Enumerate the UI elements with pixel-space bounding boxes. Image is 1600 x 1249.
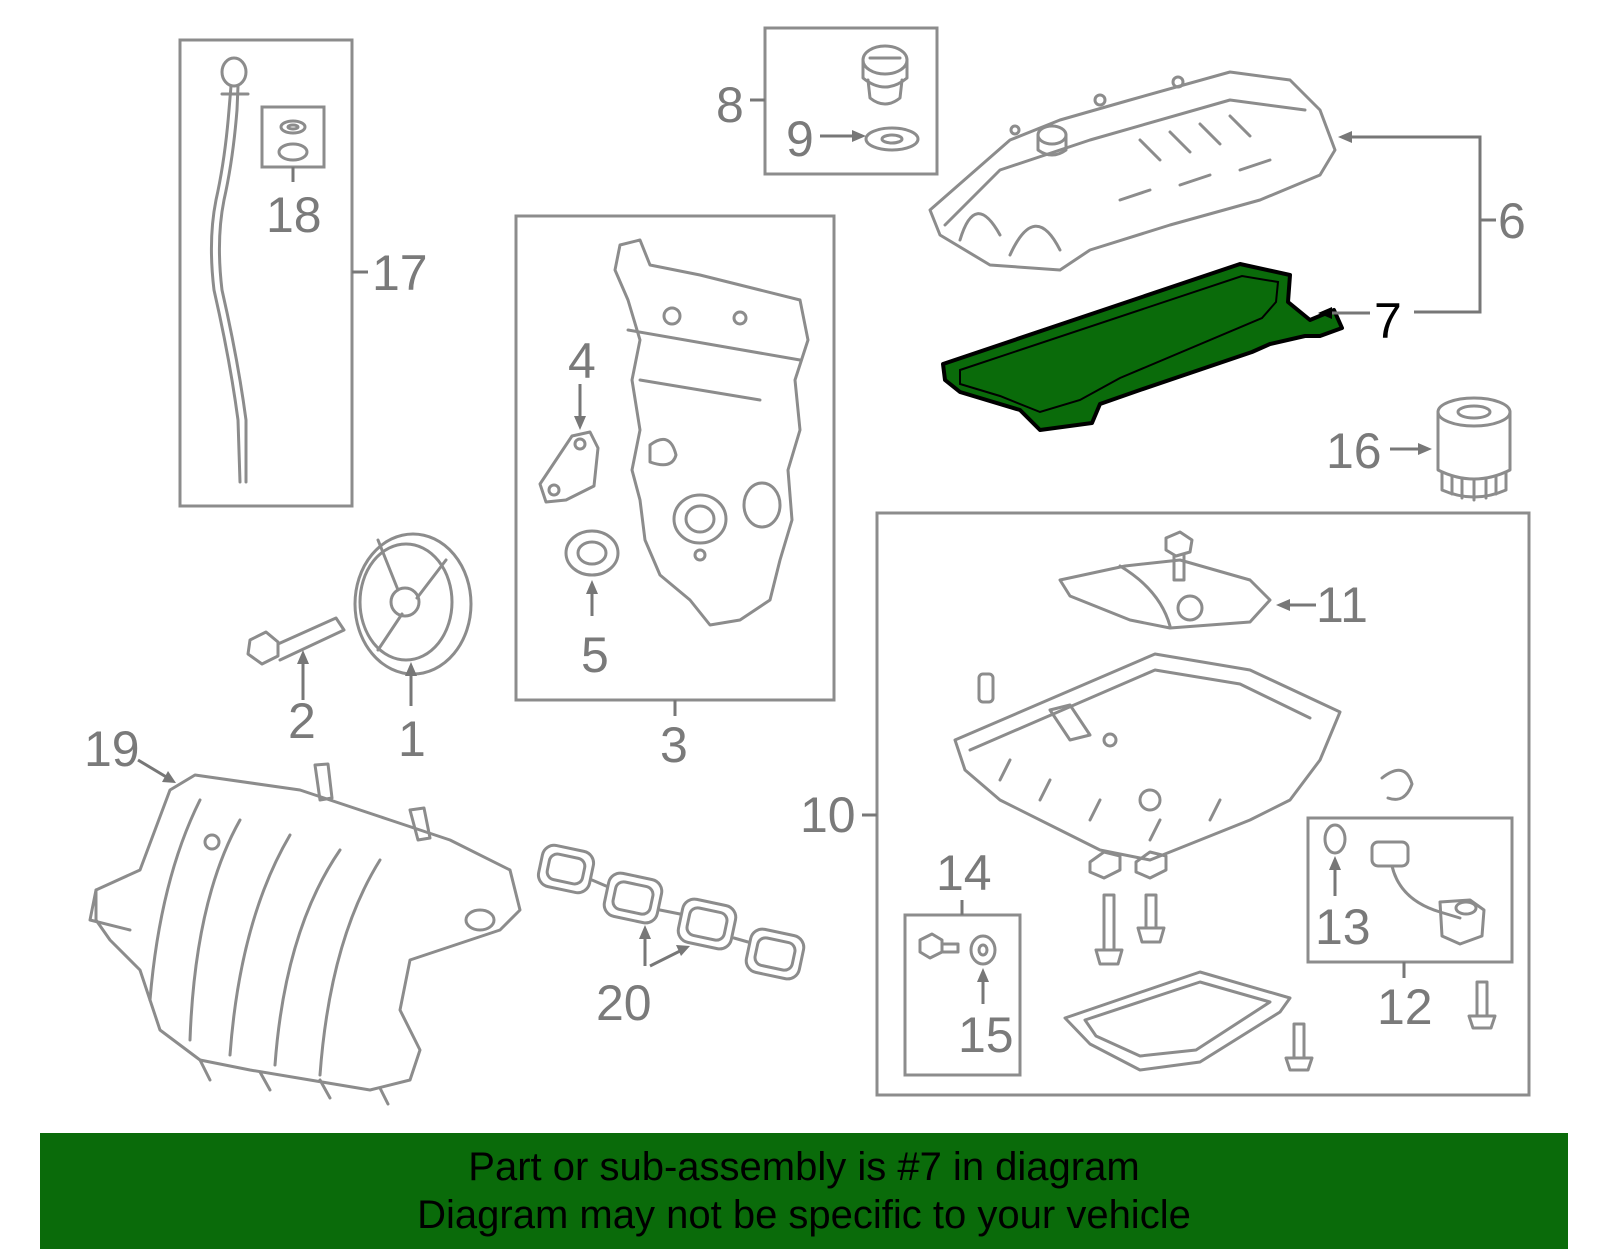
callout-16: 16	[1326, 423, 1382, 479]
callout-11: 11	[1316, 577, 1368, 633]
callout-15: 15	[958, 1007, 1014, 1063]
callout-9: 9	[786, 111, 814, 167]
callout-17: 17	[372, 245, 428, 301]
lower-oil-pan-part[interactable]	[1063, 970, 1292, 1072]
intake-manifold-part[interactable]	[88, 762, 522, 1106]
callout-7: 7	[1374, 293, 1402, 349]
notice-line-2: Diagram may not be specific to your vehi…	[417, 1193, 1191, 1237]
callout-13: 13	[1315, 899, 1371, 955]
valve-cover-gasket-part[interactable]	[941, 262, 1344, 432]
oil-level-sensor-part[interactable]	[1370, 840, 1486, 946]
callout-1: 1	[398, 711, 426, 767]
gasket-4-part[interactable]	[538, 430, 600, 504]
pulley-bolt-part[interactable]	[246, 616, 346, 666]
baffle-bolt-part[interactable]	[1164, 530, 1194, 582]
upper-oil-pan-part[interactable]	[953, 652, 1342, 862]
drain-plugs-part[interactable]	[1088, 850, 1168, 880]
dipstick-part[interactable]	[209, 56, 250, 484]
intake-gaskets-part[interactable]	[536, 843, 806, 981]
group-box-10	[875, 511, 1531, 1097]
dowel-pin-part[interactable]	[977, 672, 995, 704]
oil-level-clip-part[interactable]	[1380, 768, 1414, 801]
callout-12: 12	[1377, 979, 1433, 1035]
callout-18: 18	[266, 187, 322, 243]
notice-banner: Part or sub-assembly is #7 in diagram Di…	[40, 1133, 1568, 1249]
group-box-12	[1306, 816, 1514, 964]
group-box-17	[178, 38, 354, 508]
callout-10: 10	[800, 787, 856, 843]
callout-6: 6	[1498, 193, 1526, 249]
crank-pulley-part[interactable]	[353, 532, 473, 676]
callout-19: 19	[84, 721, 140, 777]
notice-line-1: Part or sub-assembly is #7 in diagram	[468, 1145, 1140, 1189]
pan-bolts-part[interactable]	[1094, 893, 1497, 1072]
o-ring-kit-part[interactable]	[277, 119, 309, 162]
baffle-plate-part[interactable]	[1058, 558, 1272, 630]
washer-15-part[interactable]	[969, 934, 997, 966]
filler-cap-seal-part[interactable]	[864, 126, 920, 152]
callout-3: 3	[660, 717, 688, 773]
callout-14: 14	[936, 845, 992, 901]
callout-20: 20	[596, 975, 652, 1031]
oil-filler-cap-part[interactable]	[861, 44, 909, 106]
callout-4: 4	[568, 333, 596, 389]
oil-filter-part[interactable]	[1436, 396, 1512, 502]
valve-cover-part[interactable]	[928, 70, 1337, 272]
callout-5: 5	[581, 627, 609, 683]
timing-cover-part[interactable]	[613, 238, 810, 627]
bolt-14-part[interactable]	[918, 932, 960, 960]
callout-2: 2	[288, 693, 316, 749]
group-box-18	[260, 105, 326, 169]
gasket-highlight	[941, 262, 1344, 432]
callout-8: 8	[716, 77, 744, 133]
crank-seal-part[interactable]	[564, 529, 620, 577]
o-ring-13-part[interactable]	[1323, 823, 1347, 855]
